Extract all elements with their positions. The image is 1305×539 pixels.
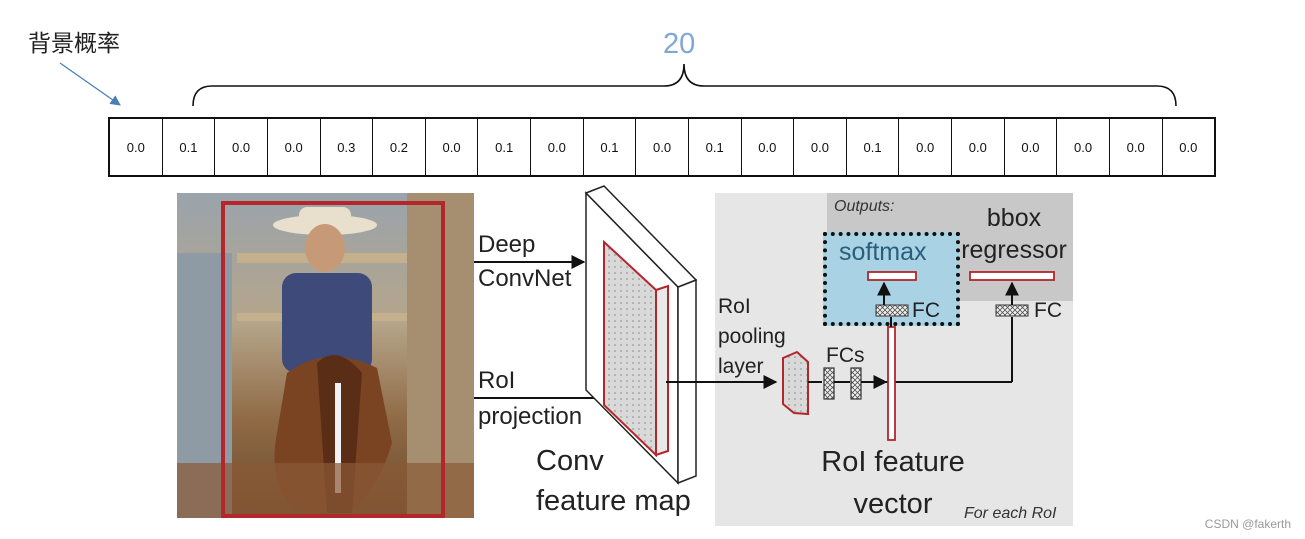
feature-map-roi-side <box>655 284 669 457</box>
roi-pooling-layer-label: RoI pooling layer <box>718 292 786 382</box>
input-image <box>177 193 474 518</box>
regressor-label: regressor <box>961 236 1067 264</box>
prob-cell: 0.0 <box>268 119 321 175</box>
convnet-label: ConvNet <box>478 265 572 292</box>
prob-cell: 0.0 <box>952 119 1005 175</box>
roi-feature-line-1: RoI feature <box>821 446 965 478</box>
prob-cell: 0.1 <box>478 119 531 175</box>
roi-pool-line-1: RoI <box>718 295 751 318</box>
roi-pool-line-2: pooling <box>718 325 786 348</box>
prob-cell: 0.0 <box>1179 139 1198 155</box>
fc-layer-2 <box>850 367 862 400</box>
prob-cell: 0.0 <box>531 119 584 175</box>
roi-pool-cube <box>782 350 809 416</box>
prob-cell: 0.0 <box>899 119 952 175</box>
roi-label: RoI <box>478 367 516 394</box>
fc-bbox-label: FC <box>1034 299 1062 322</box>
roi-pool-line-3: layer <box>718 355 764 378</box>
prob-cell: 0.0 <box>110 119 163 175</box>
roi-projection-label: RoI projection <box>478 363 582 435</box>
prob-cell: 0.0 <box>794 119 847 175</box>
annotation-arrow <box>59 62 121 106</box>
prob-cell: 0.0 <box>636 119 689 175</box>
fcs-label: FCs <box>826 344 865 367</box>
fc-bbox-box <box>995 304 1029 317</box>
fc-softmax-label: FC <box>912 299 940 322</box>
prob-cell: 0.0 <box>742 119 795 175</box>
class-count-label: 20 <box>663 28 696 60</box>
conv-feature-map-label: Conv feature map <box>536 441 691 521</box>
bbox-regressor-label: bbox regressor <box>958 202 1070 266</box>
softmax-output-bar <box>867 271 917 281</box>
prob-cell: 0.0 <box>1110 119 1163 175</box>
bbox-label: bbox <box>986 204 1042 232</box>
prob-cell: 0.0 <box>426 119 479 175</box>
prob-cell: 0.0 <box>215 119 268 175</box>
prob-cell: 0.0 <box>1005 119 1058 175</box>
prob-cell: 0.2 <box>373 119 426 175</box>
prob-cell: 0.1 <box>584 119 637 175</box>
conv-label: Conv <box>536 445 604 477</box>
deep-convnet-label: Deep ConvNet <box>478 228 571 296</box>
roi-feature-vector-label: RoI feature vector <box>813 441 973 525</box>
fc-layer-1 <box>823 367 835 400</box>
for-each-roi-label: For each RoI <box>964 505 1057 522</box>
roi-box <box>221 201 445 518</box>
prob-cell: 0.3 <box>321 119 374 175</box>
softmax-label: softmax <box>839 238 927 266</box>
prob-cell: 0.0 <box>1057 119 1110 175</box>
feature-map-top <box>584 185 698 288</box>
probability-vector: 0.0 0.1 0.0 0.0 0.3 0.2 0.0 0.1 0.0 0.1 … <box>108 117 1216 177</box>
projection-label: projection <box>478 403 583 430</box>
prob-cell: 0.1 <box>847 119 900 175</box>
outputs-label: Outputs: <box>834 198 895 215</box>
background-probability-label: 背景概率 <box>28 31 120 57</box>
prob-cell: 0.1 <box>163 119 216 175</box>
roi-feature-line-2: vector <box>853 488 933 520</box>
prob-cell: 0.1 <box>689 119 742 175</box>
bbox-output-bar <box>969 271 1055 281</box>
roi-feature-vector <box>887 326 896 441</box>
fc-softmax-box <box>875 304 909 317</box>
watermark: CSDN @fakerth <box>1204 517 1291 531</box>
class-brace <box>192 63 1177 107</box>
feature-map-label: feature map <box>536 485 691 517</box>
deep-label: Deep <box>478 231 536 258</box>
